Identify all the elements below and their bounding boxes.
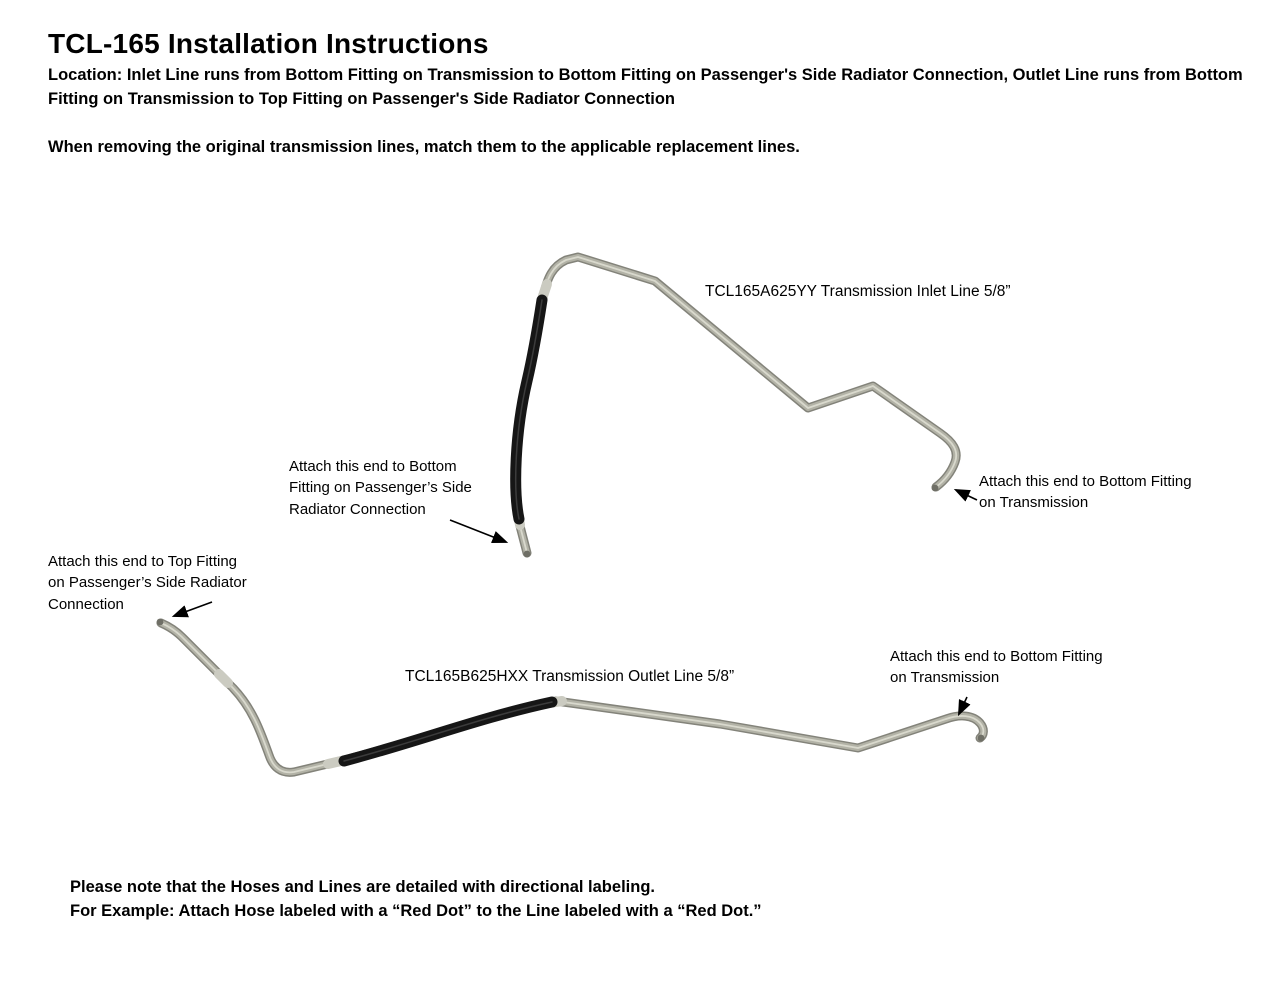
outlet-collar-upper-left (214, 669, 233, 688)
outlet-radiator-fitting-tip (156, 618, 164, 626)
inlet-line-label: TCL165A625YY Transmission Inlet Line 5/8… (705, 283, 1011, 300)
inlet-tube-body (512, 254, 960, 556)
outlet-line-label: TCL165B625HXX Transmission Outlet Line 5… (405, 668, 735, 685)
inlet-hose (510, 294, 548, 525)
annotation-arrows (171, 488, 978, 717)
inlet-transmission-fitting-tip (931, 484, 939, 492)
inlet-line-drawing (510, 252, 961, 558)
inlet-tube-outline (511, 252, 961, 558)
inlet-radiator-fitting-tip (523, 550, 531, 558)
inlet-tube-highlight (515, 256, 958, 554)
outlet-hose-sheen (343, 701, 553, 762)
arrow-inlet-transmission-end (953, 488, 978, 502)
outlet-transmission-fitting-tip (977, 734, 985, 742)
annotation-inlet-radiator-end: Attach this end to Bottom Fitting on Pas… (289, 458, 472, 518)
intro-instruction: When removing the original transmission … (48, 138, 800, 156)
inlet-hose-sheen (514, 299, 543, 520)
annotation-inlet-transmission-end: Attach this end to Bottom Fitting on Tra… (979, 473, 1192, 512)
annotation-outlet-radiator-end: Attach this end to Top Fitting on Passen… (48, 553, 247, 613)
location-paragraph: Location: Inlet Line runs from Bottom Fi… (48, 66, 1243, 108)
arrow-outlet-transmission-end (957, 696, 971, 717)
annotation-outlet-transmission-end: Attach this end to Bottom Fitting on Tra… (890, 648, 1103, 687)
footer-note: Please note that the Hoses and Lines are… (70, 878, 762, 920)
arrow-inlet-radiator-end (449, 519, 509, 543)
outlet-line-drawing (156, 618, 988, 777)
outlet-tube-body (158, 620, 987, 776)
inlet-collar-top (538, 279, 552, 301)
page-title: TCL-165 Installation Instructions (48, 28, 489, 59)
arrow-outlet-radiator-end (171, 601, 213, 618)
